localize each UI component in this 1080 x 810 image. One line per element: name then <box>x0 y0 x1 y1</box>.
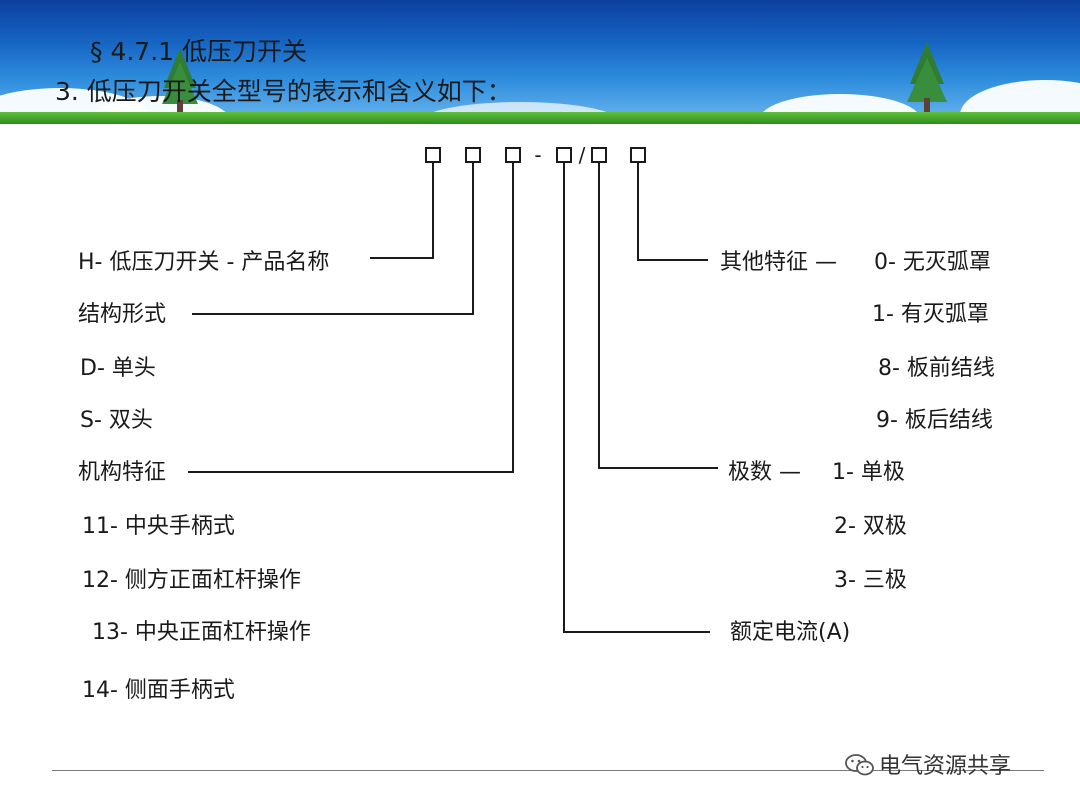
code-box-3 <box>505 147 521 163</box>
connector-mechanism <box>188 162 514 473</box>
label-pole-1: 1- 单极 <box>832 460 905 485</box>
label-other-0: 0- 无灭弧罩 <box>874 250 991 275</box>
label-other-9: 9- 板后结线 <box>876 408 993 433</box>
connector-current <box>563 162 710 633</box>
code-box-6 <box>630 147 646 163</box>
watermark-text: 电气资源共享 <box>879 754 1012 779</box>
connector-structure <box>192 162 474 315</box>
code-box-2 <box>465 147 481 163</box>
label-mech-13: 13- 中央正面杠杆操作 <box>92 620 311 645</box>
tree-icon <box>162 48 198 118</box>
header-banner <box>0 0 1080 124</box>
tree-icon <box>907 42 947 116</box>
section-title: § 4.7.1 低压刀开关 <box>90 37 308 66</box>
label-structure-d: D- 单头 <box>80 356 156 381</box>
connector-lines <box>188 162 718 633</box>
code-box-5 <box>591 147 607 163</box>
label-other-8: 8- 板前结线 <box>878 356 995 381</box>
wechat-icon <box>845 754 874 776</box>
subtitle: 3. 低压刀开关全型号的表示和含义如下： <box>55 77 512 106</box>
label-structure: 结构形式 <box>78 302 167 327</box>
code-box-4 <box>556 147 572 163</box>
footer-divider <box>52 770 1044 771</box>
label-pole-3: 3- 三极 <box>834 568 907 593</box>
label-mech-12: 12- 侧方正面杠杆操作 <box>82 568 301 593</box>
label-structure-s: S- 双头 <box>80 408 153 433</box>
label-other-features: 其他特征 — <box>720 250 837 275</box>
separator-slash: / <box>579 143 586 167</box>
label-pole-2: 2- 双极 <box>834 514 907 539</box>
separator-dash: - <box>534 143 541 167</box>
label-mech-11: 11- 中央手柄式 <box>82 514 235 539</box>
connector-other <box>637 162 708 261</box>
label-mech-14: 14- 侧面手柄式 <box>82 678 235 703</box>
label-mechanism: 机构特征 <box>78 460 167 485</box>
label-rated-current: 额定电流(A) <box>730 620 851 645</box>
code-box-1 <box>425 147 441 163</box>
connector-product-name <box>370 162 434 259</box>
label-other-1: 1- 有灭弧罩 <box>872 302 989 327</box>
label-poles: 极数 — <box>728 460 801 485</box>
label-product-name: H- 低压刀开关 - 产品名称 <box>78 250 330 275</box>
connector-poles <box>598 162 718 469</box>
watermark: 电气资源共享 <box>845 748 1011 780</box>
grass-strip <box>0 112 1080 124</box>
